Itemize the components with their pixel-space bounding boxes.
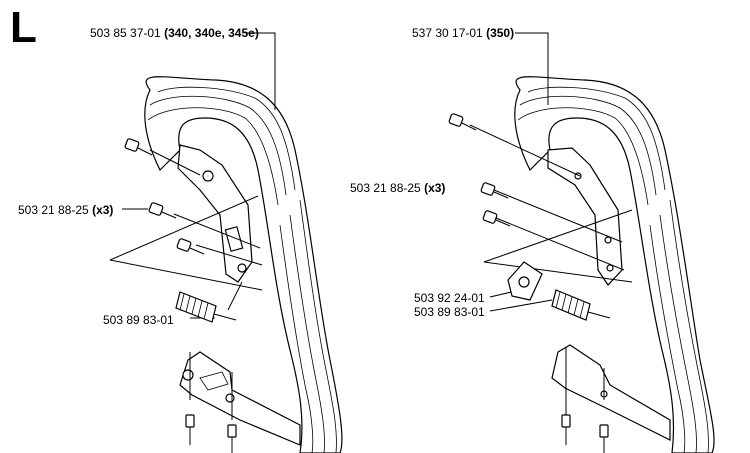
screw-icon: [448, 113, 477, 131]
screw-icon: [561, 414, 571, 445]
right-bracket-label: 503 92 24-01: [414, 291, 485, 305]
right-damper-part-number: 503 89 83-01: [414, 305, 485, 319]
left-handle-part-number: 503 85 37-01: [90, 26, 161, 40]
left-screw-part-number: 503 21 88-25: [18, 203, 89, 217]
right-leader-lines: [469, 32, 633, 420]
right-screw-label: 503 21 88-25 (x3): [350, 181, 445, 195]
screw-icon: [124, 138, 153, 156]
left-screw-label: 503 21 88-25 (x3): [18, 203, 113, 217]
left-screws: [124, 138, 237, 453]
right-front-handle: [514, 76, 715, 453]
right-damper-label: 503 89 83-01: [414, 305, 485, 319]
right-handle-label: 537 30 17-01 (350): [412, 26, 514, 40]
left-handle-models: (340, 340e, 345e): [164, 26, 259, 40]
left-damper-part-number: 503 89 83-01: [103, 313, 174, 327]
right-damper-bracket-icon: [507, 261, 543, 301]
screw-icon: [599, 424, 609, 453]
screw-icon: [227, 424, 237, 453]
screw-icon: [148, 202, 177, 219]
right-damper-spring-icon: [551, 289, 611, 321]
left-screw-quantity: (x3): [92, 203, 114, 217]
screw-icon: [185, 414, 195, 445]
right-bracket-part-number: 503 92 24-01: [414, 291, 485, 305]
screw-icon: [176, 238, 205, 255]
right-handle-part-number: 537 30 17-01: [412, 26, 483, 40]
left-damper-spring-icon: [175, 291, 237, 323]
right-screw-quantity: (x3): [424, 181, 446, 195]
section-letter: L: [10, 3, 37, 52]
left-front-handle: [144, 76, 343, 453]
screw-icon: [482, 210, 511, 227]
right-screws: [448, 113, 609, 453]
left-damper-label: 503 89 83-01: [103, 313, 174, 327]
right-handle-models: (350): [486, 26, 515, 40]
screw-icon: [480, 182, 509, 199]
left-handle-label: 503 85 37-01 (340, 340e, 345e): [90, 26, 259, 40]
right-screw-part-number: 503 21 88-25: [350, 181, 421, 195]
